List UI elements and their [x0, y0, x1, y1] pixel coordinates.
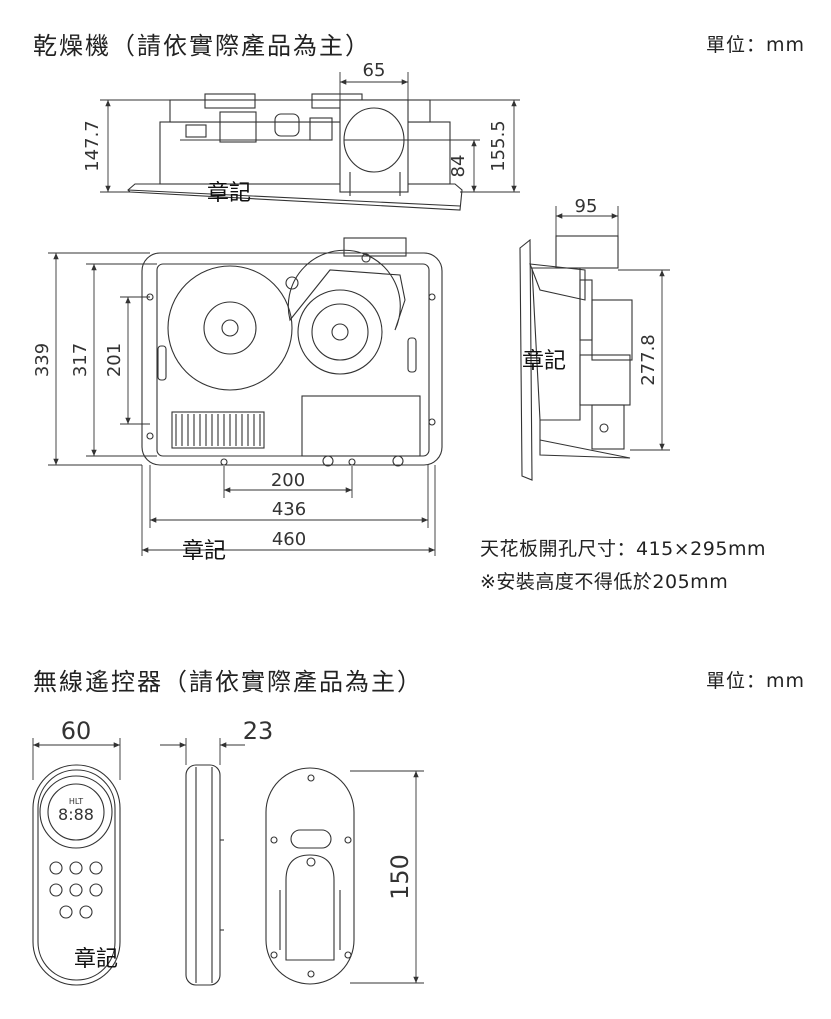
dim-339: 339	[32, 343, 53, 377]
remote-side-view	[185, 764, 224, 986]
dim-remote-23: 23	[243, 717, 274, 745]
remote-display: 8:88	[58, 805, 94, 824]
remote-diagram: HLT 8:88 60 23 150 章記	[32, 717, 424, 986]
stamp-mark: 章記	[74, 947, 118, 972]
dryer-section-title: 乾燥機（請依實際產品為主）	[33, 32, 371, 60]
remote-display-top: HLT	[69, 797, 83, 806]
dim-remote-150: 150	[386, 854, 414, 900]
dryer-unit-label: 單位：mm	[706, 34, 806, 56]
remote-back-view	[265, 767, 355, 985]
dryer-side-view	[519, 235, 633, 481]
dim-317: 317	[70, 343, 91, 377]
install-height-note: ※安裝高度不得低於205mm	[480, 571, 729, 593]
dryer-diagram: 65 147.7 155.5 84 95 277.8 339 317 201 2…	[32, 60, 670, 564]
dim-95: 95	[575, 196, 598, 217]
dim-201: 201	[104, 343, 125, 377]
dim-155-5: 155.5	[488, 120, 509, 172]
stamp-mark: 章記	[522, 349, 566, 374]
dim-84: 84	[448, 155, 469, 178]
remote-front-view	[32, 764, 121, 986]
dim-65: 65	[363, 60, 386, 81]
stamp-mark: 章記	[182, 539, 226, 564]
dim-147-7: 147.7	[82, 120, 103, 172]
dim-460: 460	[272, 529, 306, 550]
dryer-plan-view	[141, 237, 443, 467]
remote-unit-label: 單位：mm	[706, 670, 806, 692]
dim-436: 436	[272, 499, 306, 520]
dim-200: 200	[271, 470, 305, 491]
cutout-note: 天花板開孔尺寸：415×295mm	[480, 538, 766, 560]
remote-section-title: 無線遙控器（請依實際產品為主）	[33, 668, 423, 696]
dim-remote-60: 60	[61, 717, 92, 745]
dryer-front-view	[127, 93, 463, 211]
stamp-mark: 章記	[207, 181, 251, 206]
dim-277-8: 277.8	[638, 334, 659, 386]
